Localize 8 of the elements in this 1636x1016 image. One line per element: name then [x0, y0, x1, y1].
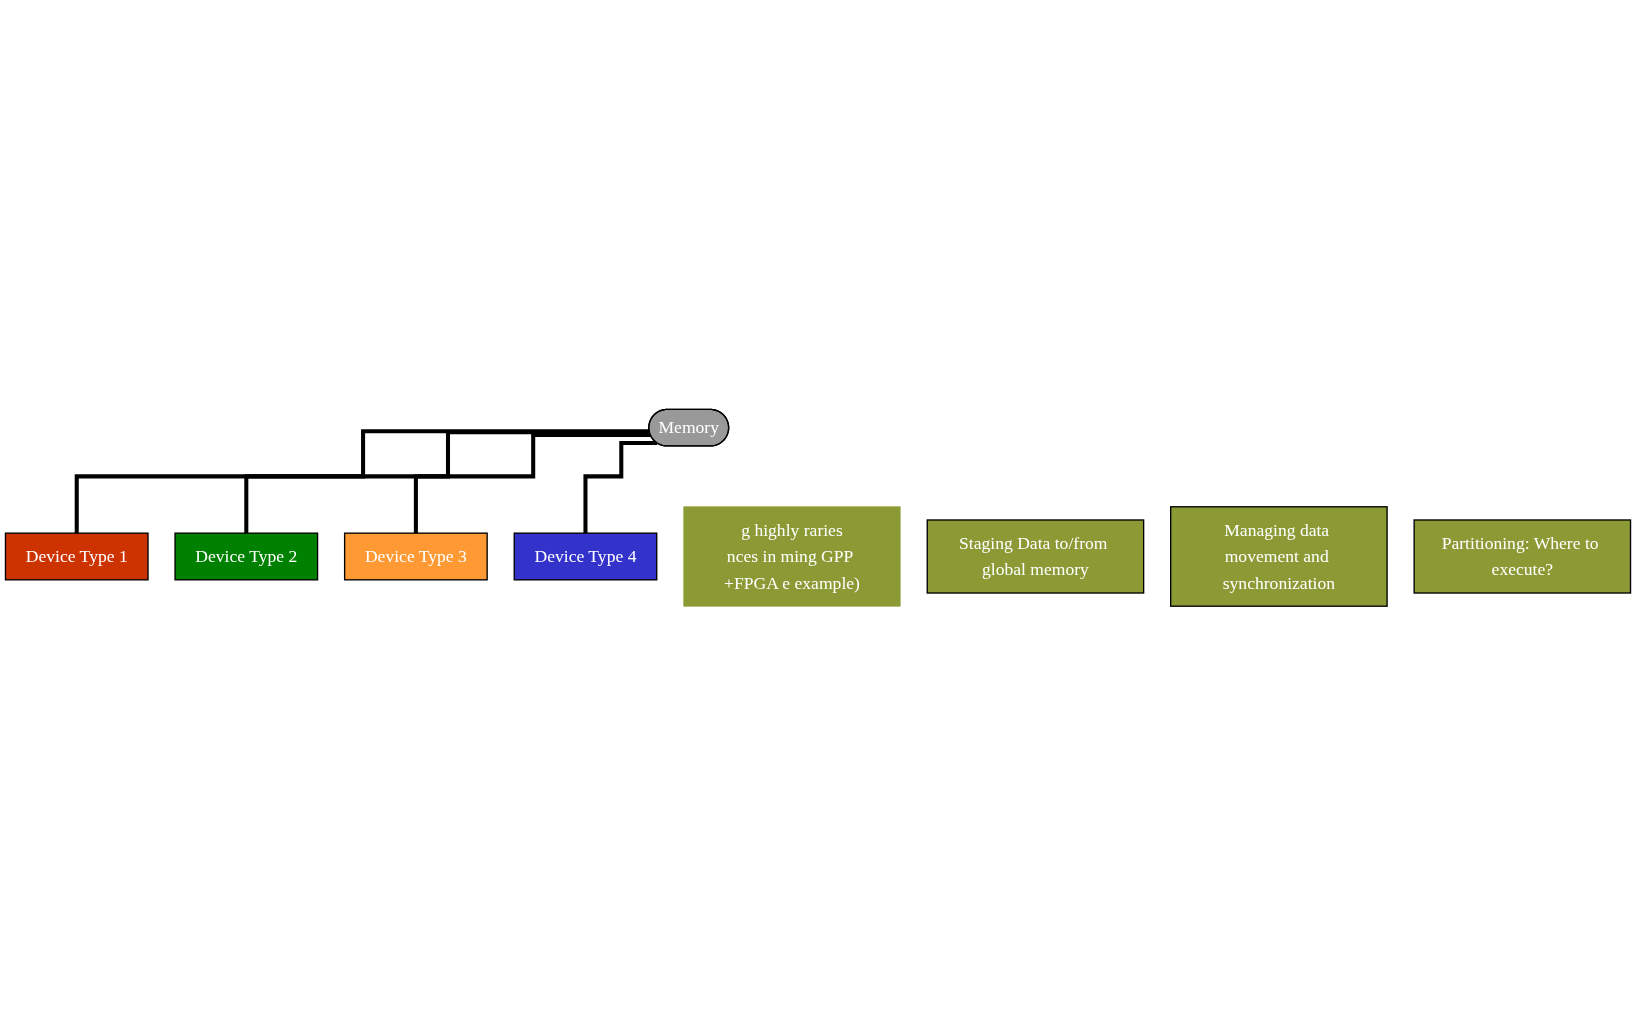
node-box: Device Type 3	[343, 532, 488, 581]
node-box: Managing data movement and synchronization	[1170, 506, 1388, 608]
node-box: Staging Data to/from global memory	[926, 519, 1145, 594]
node-box: Device Type 2	[174, 532, 319, 581]
node-box: Device Type 4	[513, 532, 658, 581]
node-box: g highly raries nces in ming GPP +FPGA e example)	[683, 506, 901, 607]
node-box: Partitioning: Where to execute?	[1413, 519, 1632, 594]
node-box: Device Type 1	[4, 532, 149, 581]
